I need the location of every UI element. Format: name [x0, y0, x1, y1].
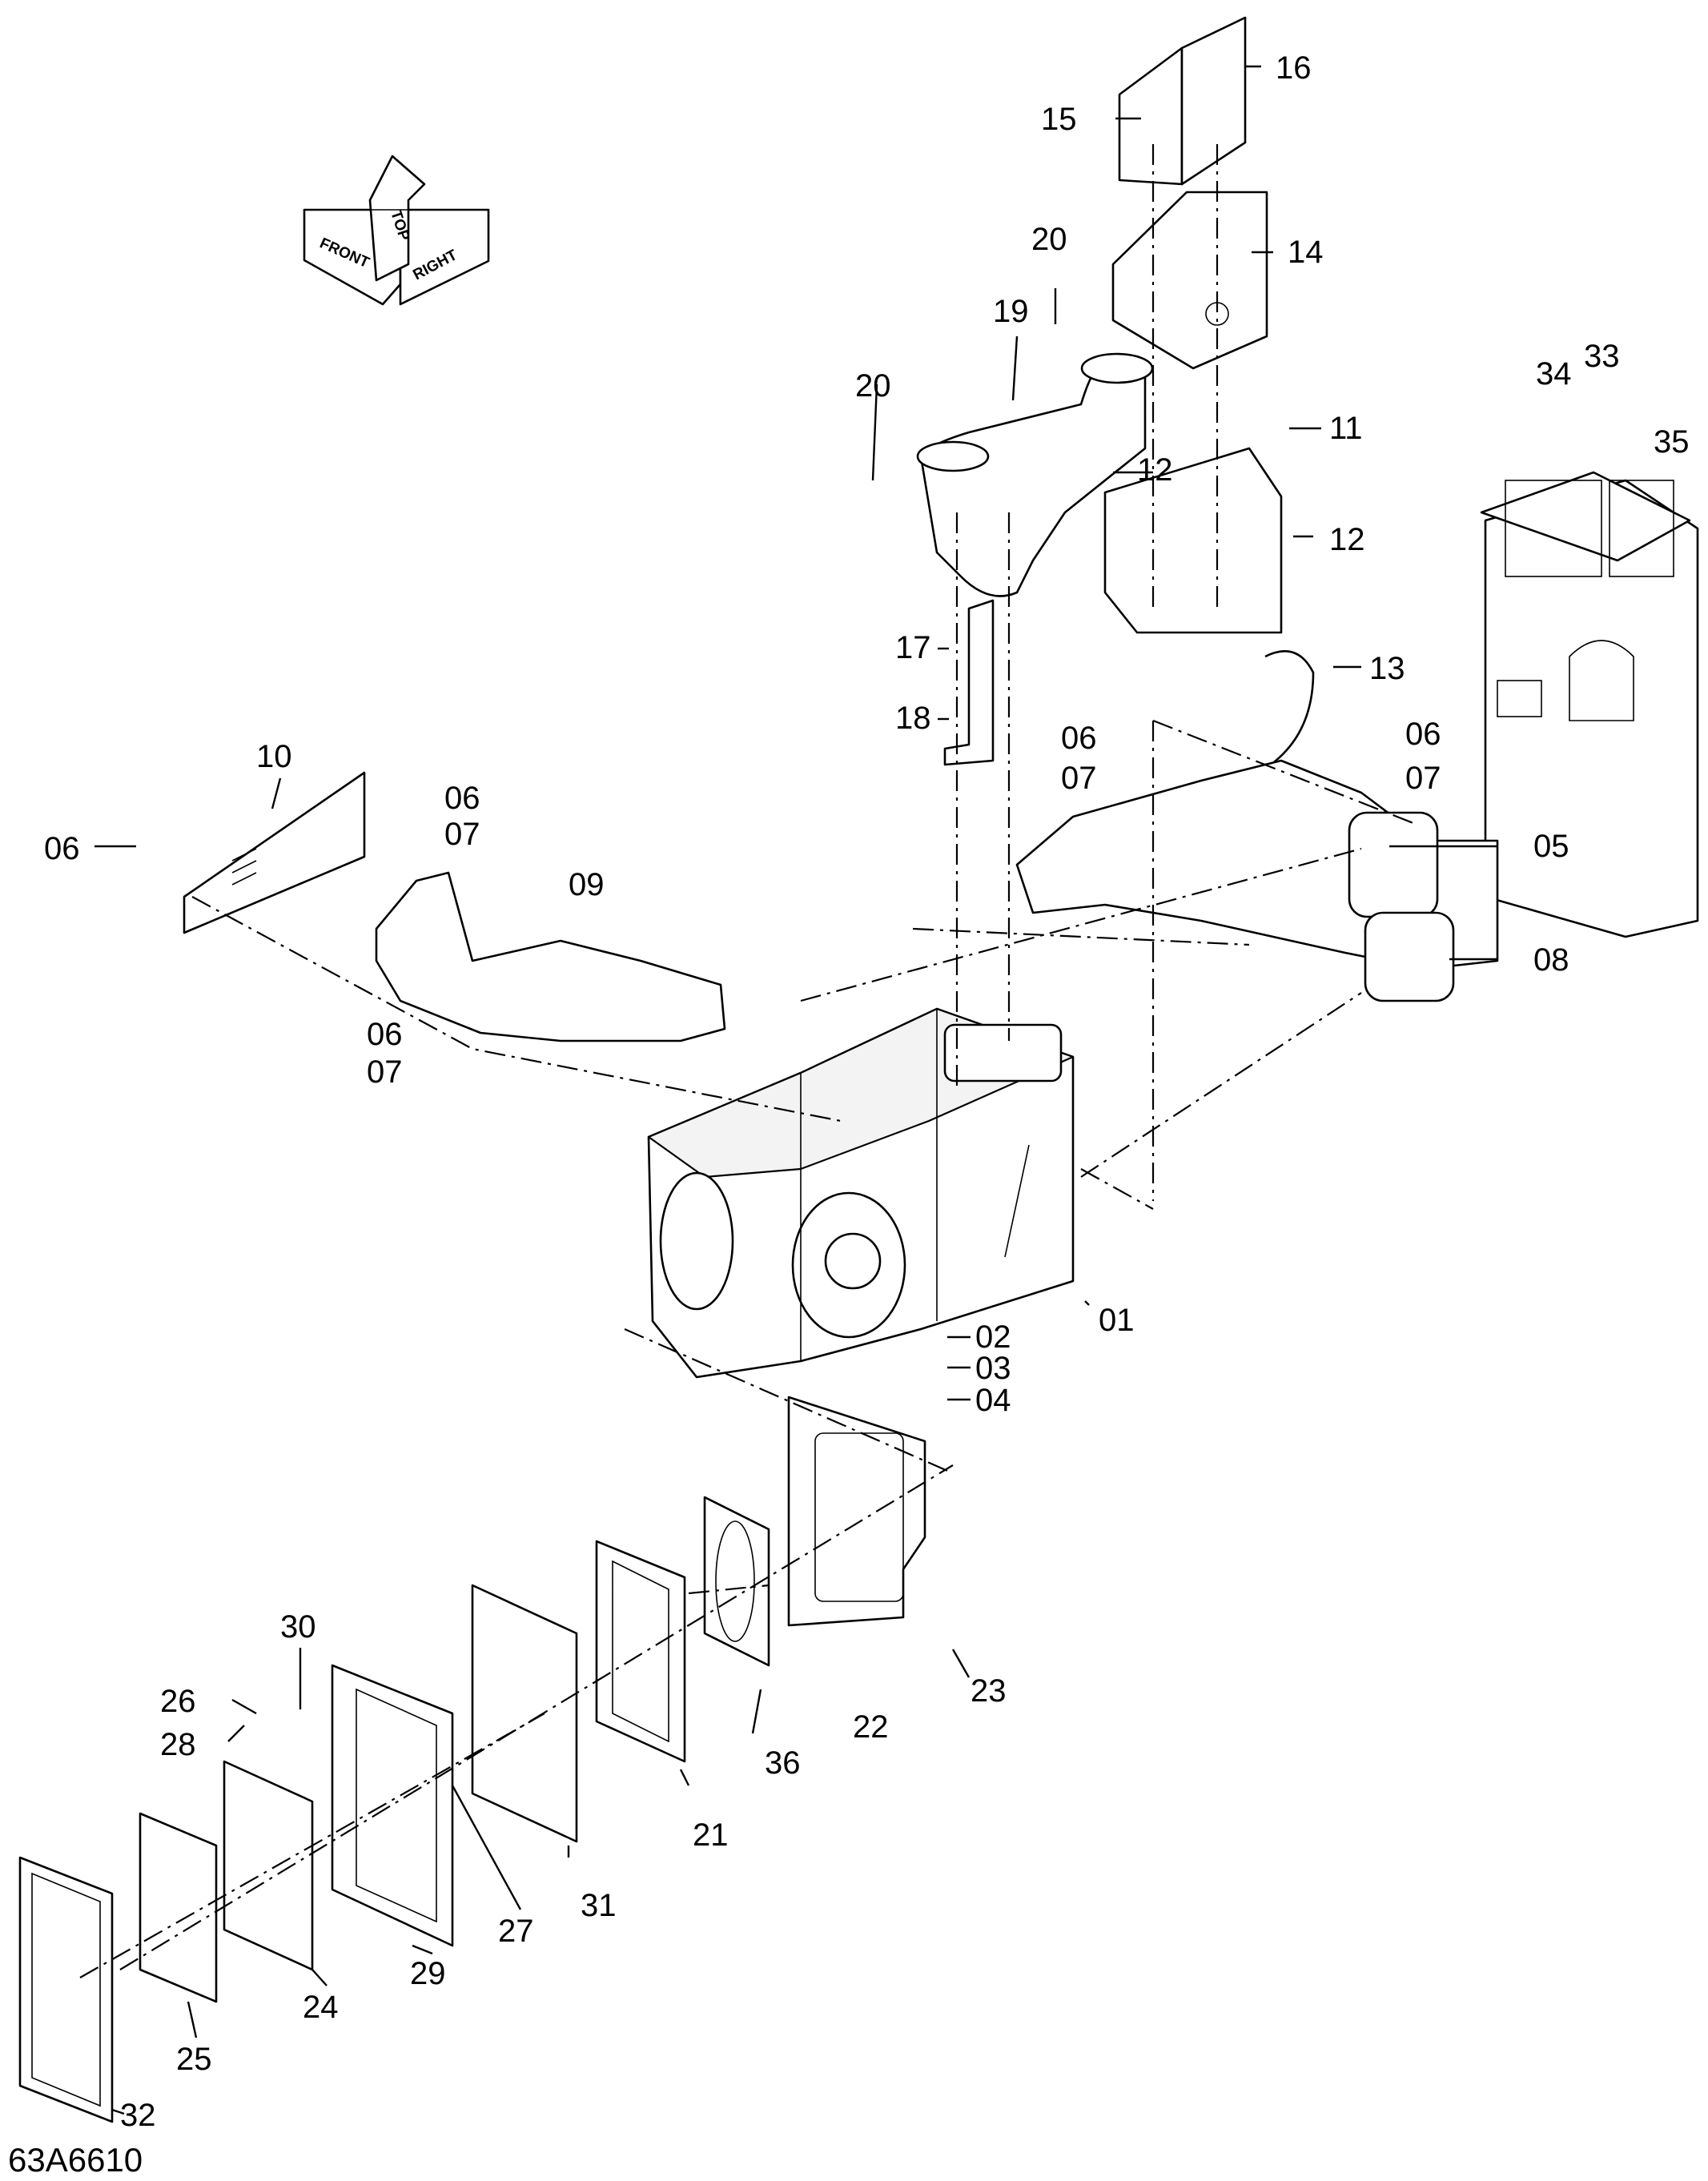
part-22-plate	[787, 1396, 926, 1627]
callout-02: 02	[975, 1319, 1011, 1355]
callout-01: 01	[1099, 1303, 1135, 1338]
callout-08: 08	[1533, 942, 1569, 978]
left-ducts	[183, 771, 726, 1042]
part-24-filter	[223, 1760, 314, 1971]
callout-06-left: 06	[44, 831, 80, 866]
drawing-code: 63A6610	[8, 2141, 143, 2179]
callout-17: 17	[895, 630, 931, 665]
callout-24: 24	[303, 1990, 339, 2025]
callout-07-mid: 07	[444, 817, 480, 852]
part-13-hose	[1244, 650, 1315, 778]
callout-10: 10	[256, 739, 292, 774]
part-19-duct	[919, 363, 1147, 597]
part-11-cover	[1103, 447, 1283, 634]
callout-06-mid: 06	[444, 781, 480, 816]
callout-03: 03	[975, 1351, 1011, 1386]
part-16-plate	[1180, 16, 1247, 186]
main-unit	[647, 1007, 1075, 1379]
callout-15: 15	[1041, 102, 1077, 137]
callout-12-upper: 12	[1137, 452, 1173, 488]
callout-28: 28	[160, 1727, 196, 1762]
part-31-seal	[471, 1584, 578, 1843]
callout-25: 25	[176, 2042, 212, 2077]
bracket-17	[943, 599, 995, 766]
callout-11: 11	[1329, 411, 1363, 446]
callout-07-lower: 07	[367, 1054, 403, 1090]
leader-lines	[94, 65, 1497, 2115]
callout-labels: 16 15 14 20 19 20 11 12 12 13 17 18 34 3…	[44, 50, 1690, 2133]
part-32-seal	[18, 1856, 114, 2123]
callout-22: 22	[853, 1709, 889, 1745]
part-21-frame	[595, 1540, 686, 1763]
part-25-screen	[139, 1812, 218, 2003]
callout-20-left: 20	[855, 368, 891, 404]
callout-16: 16	[1276, 50, 1312, 86]
callout-07-right: 07	[1405, 761, 1441, 796]
callout-21: 21	[693, 1817, 729, 1853]
callout-30: 30	[280, 1609, 316, 1645]
part-14-bracket	[1111, 191, 1268, 370]
part-10-cover	[183, 771, 366, 934]
callout-29: 29	[410, 1956, 446, 1991]
callout-32: 32	[120, 2098, 156, 2133]
callout-33: 33	[1584, 339, 1620, 374]
callout-06-right: 06	[1405, 717, 1441, 752]
callout-27: 27	[498, 1914, 534, 1949]
callout-34: 34	[1536, 356, 1572, 392]
callout-19: 19	[993, 294, 1029, 329]
filter-stack	[18, 1396, 926, 2123]
orientation-arrows: FRONT TOP RIGHT	[303, 155, 490, 306]
callout-36: 36	[765, 1745, 801, 1781]
callout-31: 31	[581, 1888, 617, 1923]
callout-06-center: 06	[1061, 721, 1097, 756]
part-29-frame	[331, 1664, 454, 1947]
part-36-gasket	[703, 1496, 770, 1667]
callout-05: 05	[1533, 829, 1569, 864]
controller-housing	[1480, 471, 1699, 938]
assembly-lines	[79, 144, 1418, 1978]
callout-09: 09	[569, 867, 605, 902]
upper-ducts	[916, 16, 1315, 778]
callout-20-top: 20	[1031, 222, 1067, 257]
callout-07-center: 07	[1061, 761, 1097, 796]
callout-06-lower: 06	[367, 1017, 403, 1052]
callout-13: 13	[1369, 651, 1405, 686]
callout-35: 35	[1654, 424, 1690, 460]
callout-23: 23	[971, 1673, 1007, 1709]
callout-18: 18	[895, 701, 931, 736]
right-ducts	[1015, 759, 1499, 1002]
part-09-duct	[375, 871, 726, 1042]
part-15-plate	[1118, 46, 1184, 186]
callout-14: 14	[1288, 235, 1324, 270]
callout-04: 04	[975, 1383, 1011, 1418]
callout-26: 26	[160, 1684, 196, 1719]
callout-12-lower: 12	[1329, 522, 1365, 557]
